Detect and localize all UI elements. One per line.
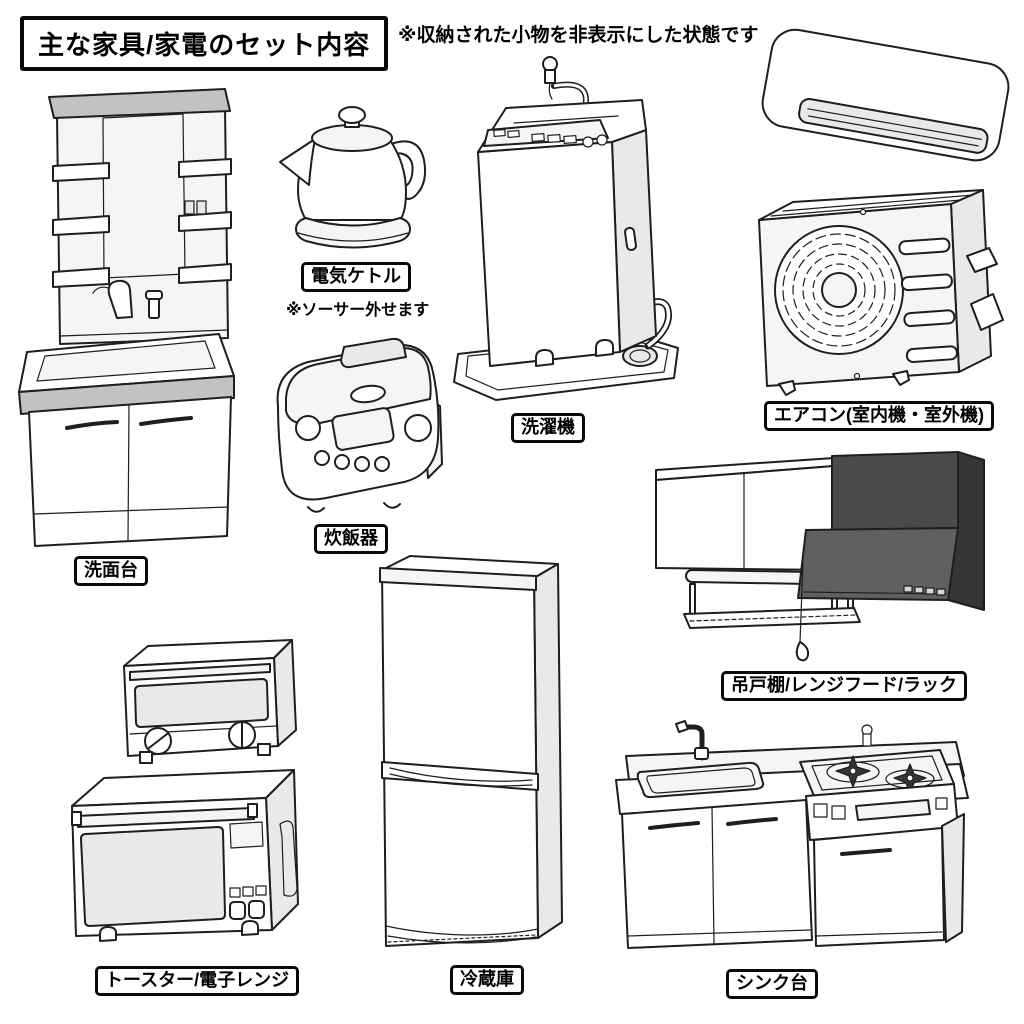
refrigerator-icon <box>379 555 563 947</box>
kettle-icon <box>279 106 427 249</box>
aircon-illustration <box>745 18 1020 398</box>
sink-unit-illustration <box>610 700 1015 958</box>
aircon-icon <box>758 28 1010 396</box>
label-kettle: 電気ケトル <box>301 262 411 292</box>
page-note: ※収納された小物を非表示にした状態です <box>398 25 759 46</box>
rice-cooker-icon <box>276 337 443 513</box>
washing-machine-icon <box>453 56 679 401</box>
cabinet-hood-rack-illustration <box>646 442 1018 670</box>
label-sink-unit: シンク台 <box>726 969 818 999</box>
washbasin-icon <box>18 88 235 547</box>
toaster-microwave-icon <box>71 639 299 942</box>
kettle-note: ※ソーサー外せます <box>286 302 430 319</box>
label-refrigerator: 冷蔵庫 <box>450 965 524 995</box>
washbasin-illustration <box>13 84 238 554</box>
cabinet-hood-rack-icon <box>655 451 985 662</box>
label-cabinet-hood-rack: 吊戸棚/レンジフード/ラック <box>721 671 968 701</box>
label-washing-machine: 洗濯機 <box>511 413 585 443</box>
label-rice-cooker: 炊飯器 <box>314 524 388 554</box>
page-title: 主な家具/家電のセット内容 <box>20 16 389 71</box>
toaster-microwave-illustration <box>60 638 305 958</box>
sink-unit-icon <box>615 720 969 949</box>
label-washbasin: 洗面台 <box>74 556 148 586</box>
label-toaster-microwave: トースター/電子レンジ <box>95 966 300 996</box>
rice-cooker-illustration <box>256 334 451 519</box>
kettle-illustration <box>268 100 438 260</box>
label-aircon: エアコン(室内機・室外機) <box>764 401 994 431</box>
washing-machine-illustration <box>450 50 680 405</box>
refrigerator-illustration <box>362 544 567 959</box>
